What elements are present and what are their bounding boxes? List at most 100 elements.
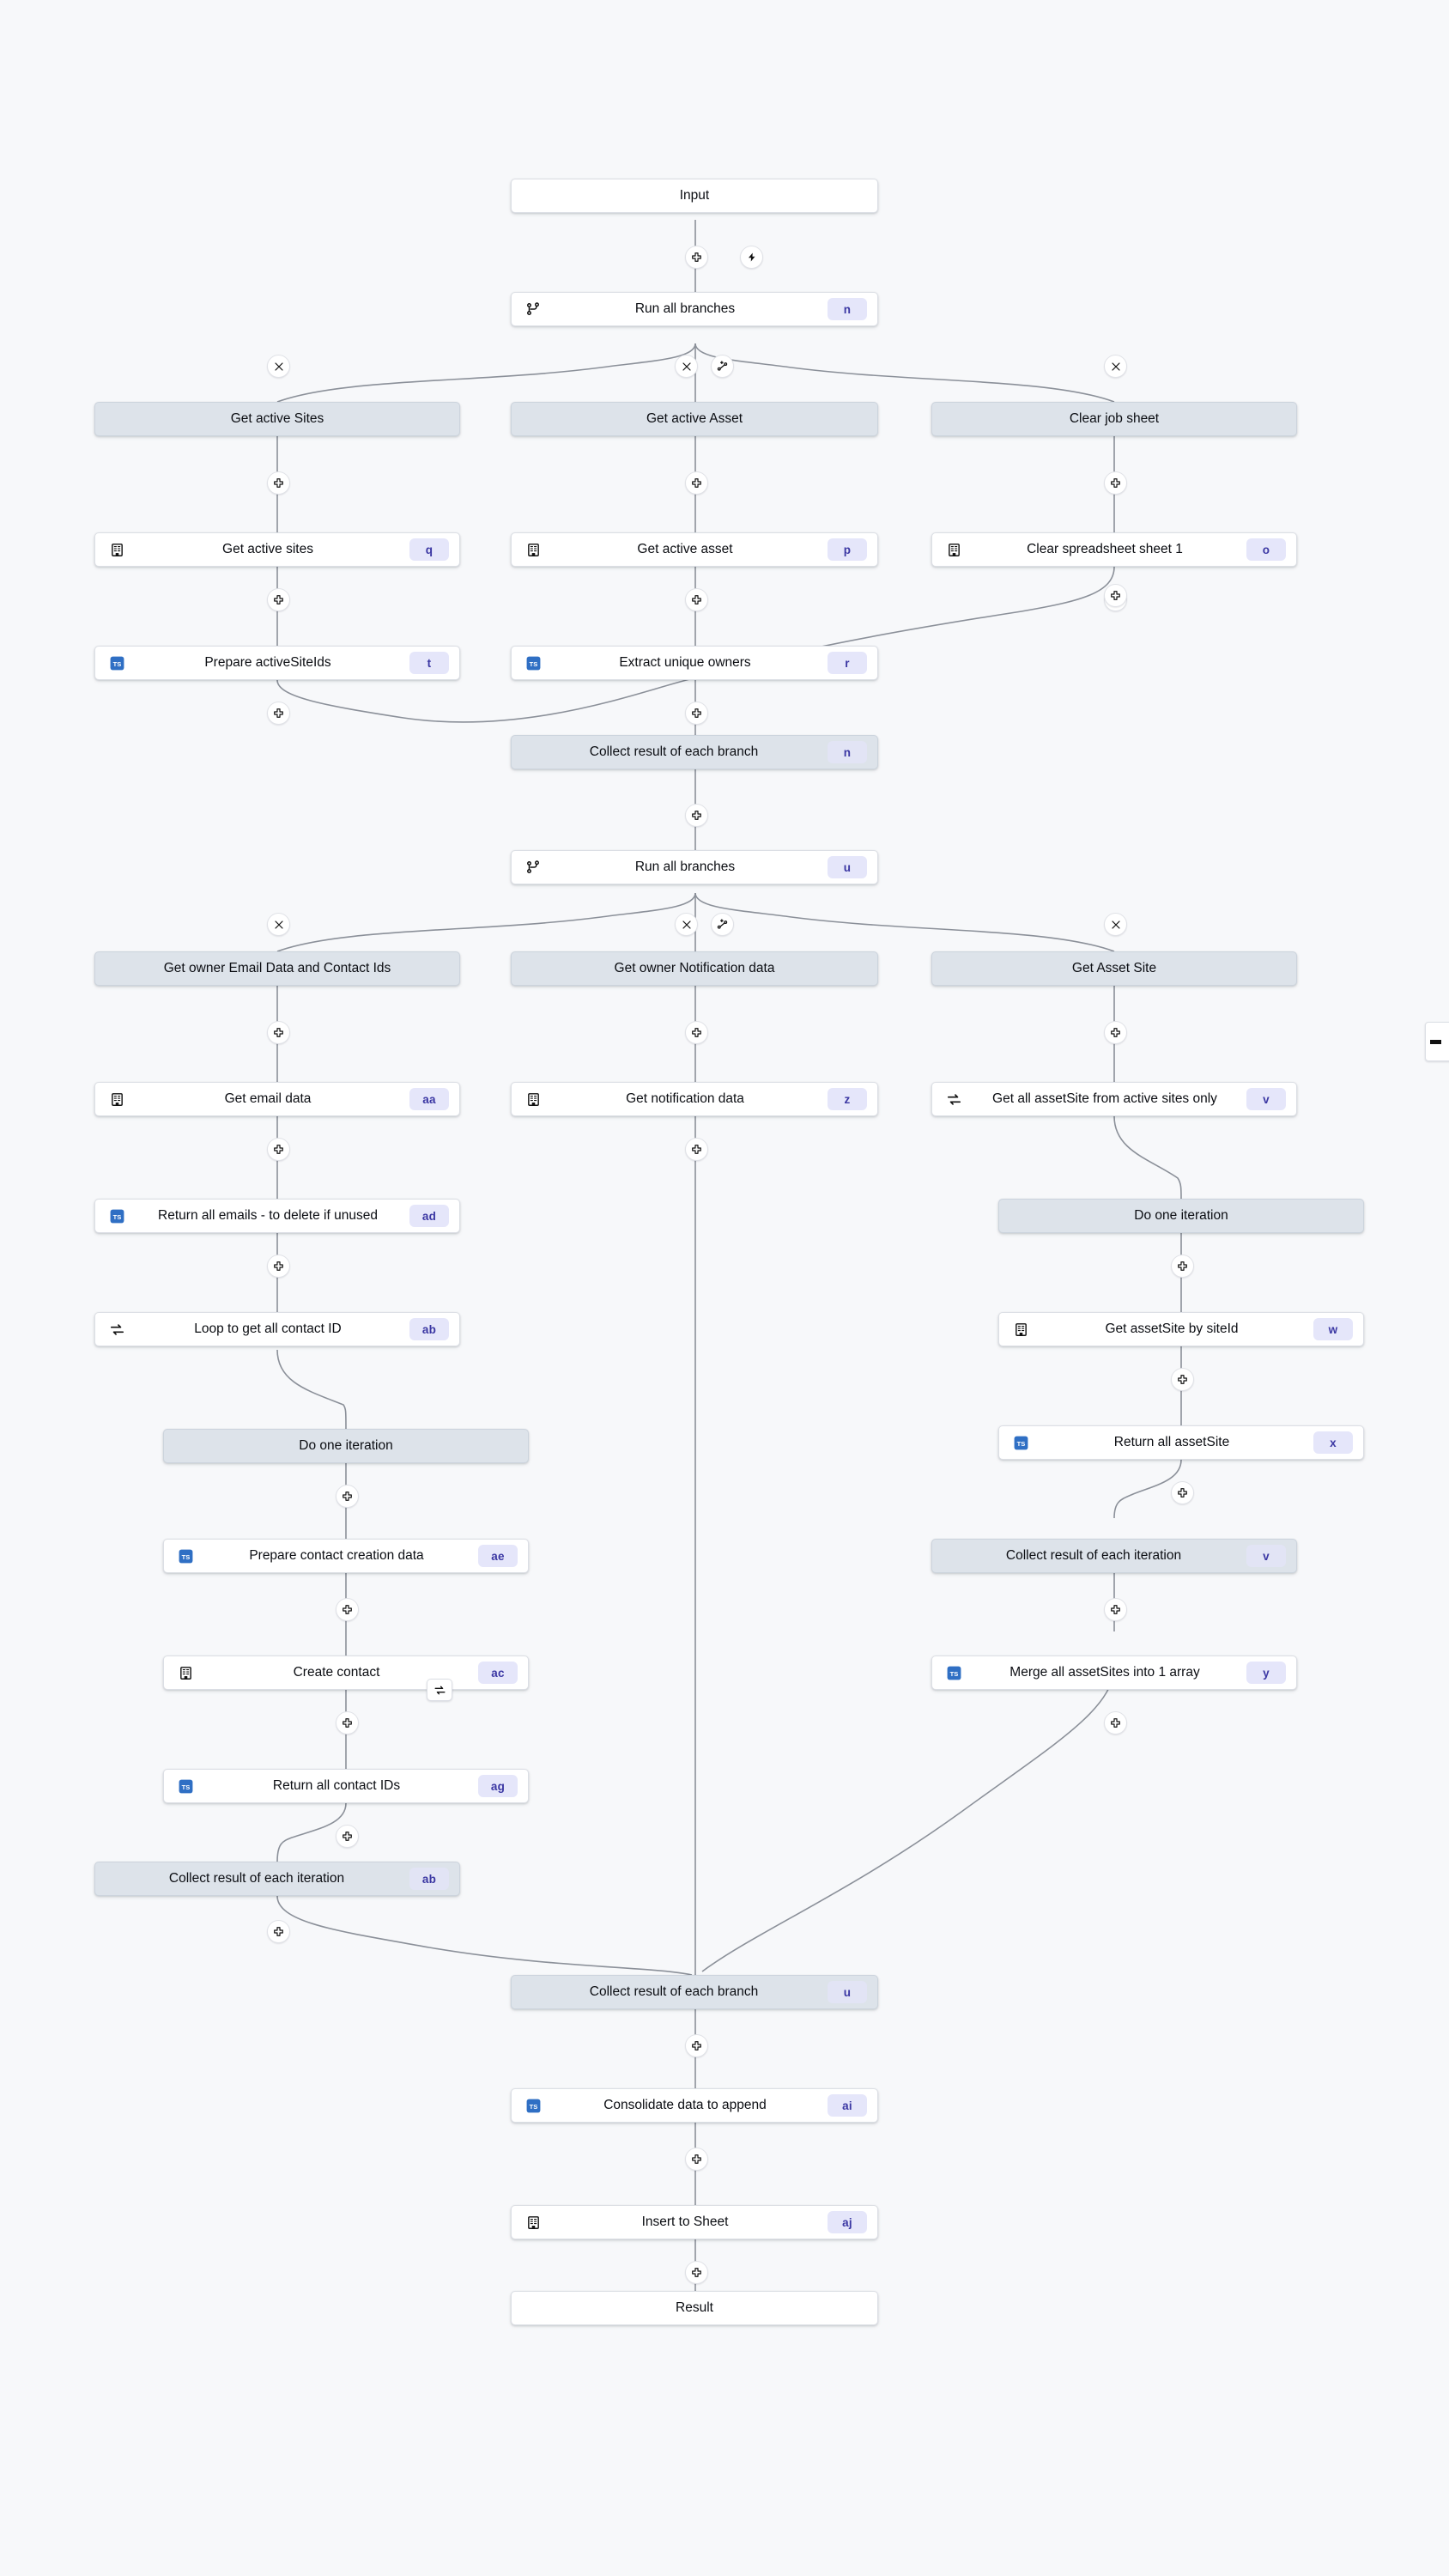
node-badge[interactable]: ac [478, 1662, 518, 1684]
node-input[interactable]: Input [511, 179, 878, 213]
remove-branch-button-left-1[interactable] [267, 355, 290, 378]
group-collect-result-of-each-iteration-left[interactable]: Collect result of each iteration ab [94, 1862, 460, 1896]
node-insert-to-sheet[interactable]: Insert to Sheet aj [511, 2205, 878, 2239]
add-step-button[interactable] [267, 1255, 290, 1278]
node-badge[interactable]: w [1313, 1318, 1353, 1340]
group-badge[interactable]: n [828, 741, 867, 763]
add-step-button[interactable] [685, 246, 708, 269]
execute-trigger-button[interactable] [740, 246, 763, 269]
node-merge-all-assetsites[interactable]: TS Merge all assetSites into 1 array y [931, 1656, 1297, 1690]
node-badge[interactable]: y [1246, 1662, 1286, 1684]
add-step-button[interactable] [1171, 1368, 1194, 1391]
node-badge[interactable]: ab [409, 1318, 449, 1340]
group-collect-result-of-each-branch-1[interactable]: Collect result of each branch n [511, 735, 878, 769]
remove-branch-button-right-2[interactable] [1104, 913, 1127, 936]
node-get-active-sites[interactable]: Get active sites q [94, 532, 460, 567]
node-get-email-data[interactable]: Get email data aa [94, 1082, 460, 1116]
add-branch-button-2[interactable] [711, 913, 734, 936]
node-run-all-branches-2[interactable]: Run all branches u [511, 850, 878, 884]
add-step-button[interactable] [1104, 1711, 1127, 1735]
remove-branch-button-left-2[interactable] [267, 913, 290, 936]
remove-branch-button-center-1[interactable] [675, 355, 698, 378]
node-get-all-assetsite[interactable]: Get all assetSite from active sites only… [931, 1082, 1297, 1116]
add-step-button[interactable] [685, 1138, 708, 1161]
node-return-all-assetsite[interactable]: TS Return all assetSite x [998, 1425, 1364, 1460]
remove-branch-button-center-2[interactable] [675, 913, 698, 936]
node-result[interactable]: Result [511, 2291, 878, 2325]
add-step-button[interactable] [336, 1825, 359, 1848]
remove-branch-button-right-1[interactable] [1104, 355, 1127, 378]
add-step-button[interactable] [1104, 471, 1127, 495]
node-badge[interactable]: aa [409, 1088, 449, 1110]
retry-loop-chip[interactable] [427, 1679, 452, 1701]
add-step-button[interactable] [267, 471, 290, 495]
node-get-notification-data[interactable]: Get notification data z [511, 1082, 878, 1116]
group-get-active-asset[interactable]: Get active Asset [511, 402, 878, 436]
add-step-button[interactable] [267, 588, 290, 611]
node-badge[interactable]: aj [828, 2211, 867, 2233]
node-badge[interactable]: t [409, 652, 449, 674]
add-step-button[interactable] [685, 804, 708, 827]
add-branch-button-1[interactable] [711, 355, 734, 378]
add-step-button[interactable] [685, 702, 708, 725]
add-step-button[interactable] [1104, 1021, 1127, 1044]
add-step-button[interactable] [336, 1485, 359, 1508]
add-step-button[interactable] [685, 1021, 708, 1044]
group-badge[interactable]: ab [409, 1868, 449, 1890]
add-step-button[interactable] [267, 1920, 290, 1943]
add-step-button[interactable] [1104, 584, 1127, 607]
add-step-button[interactable] [685, 588, 708, 611]
add-step-button[interactable] [1104, 1598, 1127, 1621]
add-step-button[interactable] [336, 1598, 359, 1621]
node-badge[interactable]: ae [478, 1545, 518, 1567]
add-step-button[interactable] [685, 471, 708, 495]
node-prepare-contact-creation-data[interactable]: TS Prepare contact creation data ae [163, 1539, 529, 1573]
node-get-assetsite-by-siteid[interactable]: Get assetSite by siteId w [998, 1312, 1364, 1346]
node-badge[interactable]: p [828, 538, 867, 561]
node-badge[interactable]: ad [409, 1205, 449, 1227]
add-step-button[interactable] [685, 2148, 708, 2171]
node-badge[interactable]: r [828, 652, 867, 674]
node-badge[interactable]: v [1246, 1088, 1286, 1110]
node-prepare-active-site-ids[interactable]: TS Prepare activeSiteIds t [94, 646, 460, 680]
add-step-button[interactable] [685, 2261, 708, 2284]
group-get-asset-site[interactable]: Get Asset Site [931, 951, 1297, 986]
node-extract-unique-owners[interactable]: TS Extract unique owners r [511, 646, 878, 680]
add-step-button[interactable] [267, 1021, 290, 1044]
node-loop-get-contact-id[interactable]: Loop to get all contact ID ab [94, 1312, 460, 1346]
add-step-button[interactable] [267, 702, 290, 725]
node-consolidate-data-to-append[interactable]: TS Consolidate data to append ai [511, 2088, 878, 2123]
add-step-button[interactable] [1171, 1481, 1194, 1504]
add-step-button[interactable] [336, 1711, 359, 1735]
node-return-all-emails[interactable]: TS Return all emails - to delete if unus… [94, 1199, 460, 1233]
node-badge[interactable]: ag [478, 1775, 518, 1797]
node-return-all-contact-ids[interactable]: TS Return all contact IDs ag [163, 1769, 529, 1803]
node-badge[interactable]: x [1313, 1431, 1353, 1454]
group-badge[interactable]: u [828, 1981, 867, 2003]
node-badge[interactable]: z [828, 1088, 867, 1110]
node-badge[interactable]: ai [828, 2094, 867, 2117]
group-collect-result-of-each-branch-2[interactable]: Collect result of each branch u [511, 1975, 878, 2009]
add-step-button[interactable] [267, 1138, 290, 1161]
node-badge[interactable]: u [828, 856, 867, 878]
node-create-contact[interactable]: Create contact ac [163, 1656, 529, 1690]
node-badge[interactable]: o [1246, 538, 1286, 561]
offscreen-node-sliver[interactable] [1425, 1022, 1449, 1061]
group-get-owner-email-data[interactable]: Get owner Email Data and Contact Ids [94, 951, 460, 986]
add-step-button[interactable] [685, 2034, 708, 2057]
node-run-all-branches-1[interactable]: Run all branches n [511, 292, 878, 326]
node-clear-spreadsheet-sheet-1[interactable]: Clear spreadsheet sheet 1 o [931, 532, 1297, 567]
group-clear-job-sheet[interactable]: Clear job sheet [931, 402, 1297, 436]
group-do-one-iteration-left[interactable]: Do one iteration [163, 1429, 529, 1463]
node-get-active-asset[interactable]: Get active asset p [511, 532, 878, 567]
node-badge[interactable]: n [828, 298, 867, 320]
group-collect-result-of-each-iteration-right[interactable]: Collect result of each iteration v [931, 1539, 1297, 1573]
node-badge[interactable]: q [409, 538, 449, 561]
typescript-icon: TS [176, 1546, 195, 1565]
group-get-active-sites[interactable]: Get active Sites [94, 402, 460, 436]
group-get-owner-notification-data[interactable]: Get owner Notification data [511, 951, 878, 986]
group-do-one-iteration-right[interactable]: Do one iteration [998, 1199, 1364, 1233]
add-step-button[interactable] [1171, 1255, 1194, 1278]
group-badge[interactable]: v [1246, 1545, 1286, 1567]
